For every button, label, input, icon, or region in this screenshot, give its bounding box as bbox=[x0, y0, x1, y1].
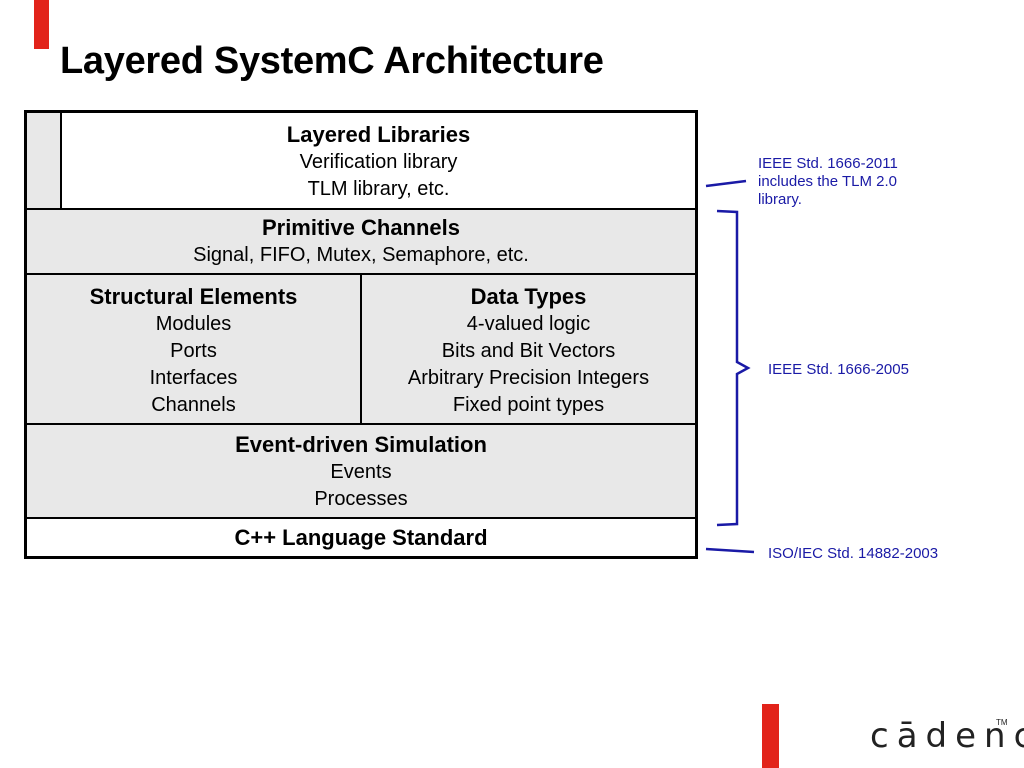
layer-line: Verification library bbox=[299, 151, 458, 173]
layer-line: TLM library, etc. bbox=[307, 178, 450, 200]
connector-ieee2011 bbox=[705, 179, 747, 188]
slide-title: Layered SystemC Architecture bbox=[60, 40, 604, 82]
layer-line: Processes bbox=[314, 488, 408, 510]
layer-line: Ports bbox=[170, 340, 217, 362]
accent-bar-bottom bbox=[762, 704, 779, 768]
annotation-line: library. bbox=[758, 191, 802, 208]
layer-cpp-language-standard: C++ Language Standard bbox=[27, 517, 695, 556]
layer-heading: Data Types bbox=[470, 284, 587, 309]
layer-line: Interfaces bbox=[149, 367, 238, 389]
layer-heading: Layered Libraries bbox=[286, 122, 471, 147]
layer-heading: C++ Language Standard bbox=[234, 525, 488, 550]
layer-line: Fixed point types bbox=[452, 394, 605, 416]
layer-heading: Structural Elements bbox=[89, 284, 298, 309]
layer-structural-and-datatypes: Structural Elements Modules Ports Interf… bbox=[27, 273, 695, 423]
layer-line: Bits and Bit Vectors bbox=[441, 340, 616, 362]
layer-primitive-channels: Primitive Channels Signal, FIFO, Mutex, … bbox=[27, 208, 695, 273]
layer-layered-libraries: Layered Libraries Verification library T… bbox=[27, 113, 695, 208]
trademark-mark: TM bbox=[996, 718, 1008, 727]
layer-line: Signal, FIFO, Mutex, Semaphore, etc. bbox=[193, 244, 529, 266]
layer-heading: Event-driven Simulation bbox=[235, 432, 487, 457]
layer-line: Events bbox=[330, 461, 392, 483]
annotation-line: includes the TLM 2.0 bbox=[758, 173, 897, 190]
libraries-indent-cell bbox=[27, 113, 62, 208]
layer-event-driven-simulation: Event-driven Simulation Events Processes bbox=[27, 423, 695, 517]
data-types-cell: Data Types 4-valued logic Bits and Bit V… bbox=[362, 275, 695, 423]
layer-line: Arbitrary Precision Integers bbox=[407, 367, 650, 389]
annotation-ieee2011: IEEE Std. 1666-2011 includes the TLM 2.0… bbox=[758, 155, 898, 209]
layer-line: Channels bbox=[151, 394, 236, 416]
brace-ieee2005 bbox=[716, 209, 751, 527]
libraries-content: Layered Libraries Verification library T… bbox=[62, 113, 695, 208]
connector-iso bbox=[705, 547, 755, 554]
cadence-logo: cādence bbox=[870, 716, 1024, 756]
annotation-iso: ISO/IEC Std. 14882-2003 bbox=[768, 545, 939, 562]
annotation-line: IEEE Std. 1666-2011 bbox=[758, 155, 898, 172]
layer-line: Modules bbox=[155, 313, 232, 335]
structural-elements-cell: Structural Elements Modules Ports Interf… bbox=[27, 275, 362, 423]
accent-bar-top bbox=[34, 0, 49, 49]
layer-line: 4-valued logic bbox=[466, 313, 591, 335]
architecture-stack: Layered Libraries Verification library T… bbox=[24, 110, 698, 559]
annotation-ieee2005: IEEE Std. 1666-2005 bbox=[768, 361, 909, 378]
layer-heading: Primitive Channels bbox=[261, 215, 461, 240]
